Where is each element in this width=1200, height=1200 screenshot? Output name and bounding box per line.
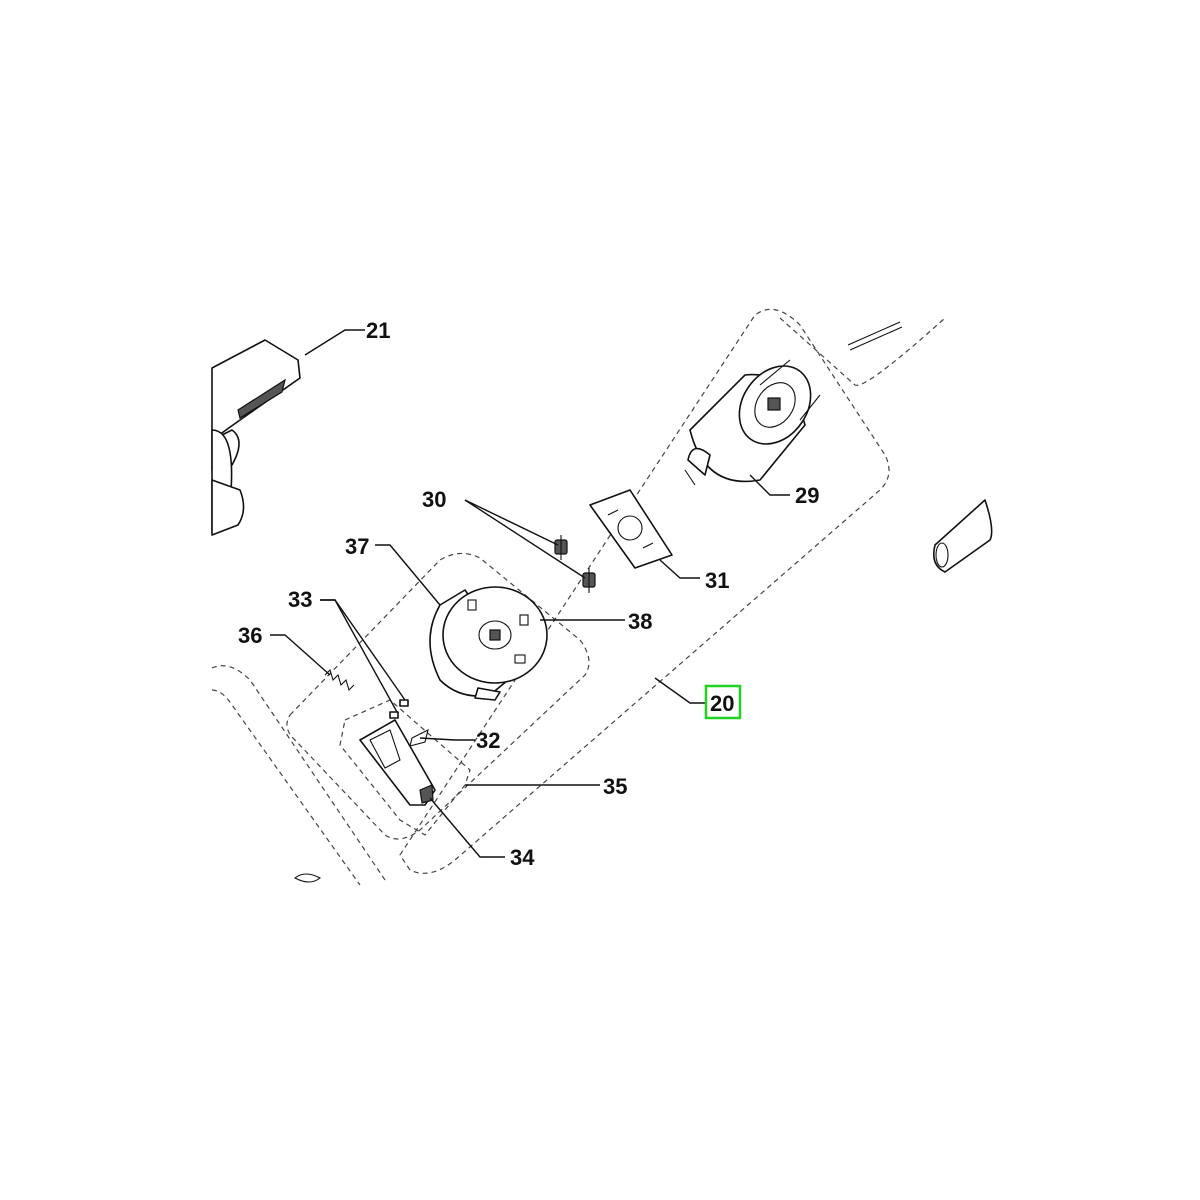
callout-38: 38 bbox=[628, 609, 652, 634]
rod-fragment bbox=[847, 321, 903, 351]
callout-29: 29 bbox=[795, 483, 819, 508]
shaft-fragment bbox=[932, 499, 993, 573]
housing-part-37 bbox=[429, 586, 548, 701]
bottom-part-fragment bbox=[294, 873, 321, 883]
callout-32: 32 bbox=[476, 728, 500, 753]
housing-outline bbox=[211, 665, 386, 886]
assembly-outline-35 bbox=[286, 552, 590, 840]
housing-part-21 bbox=[211, 339, 301, 536]
callout-20: 20 bbox=[710, 691, 734, 716]
callout-21: 21 bbox=[366, 318, 390, 343]
pin-part-33 bbox=[389, 699, 409, 719]
leader-lines bbox=[270, 329, 790, 858]
motor-part-29 bbox=[684, 359, 821, 486]
switch-part-34 bbox=[359, 719, 436, 806]
callout-35: 35 bbox=[603, 774, 627, 799]
callout-30: 30 bbox=[422, 487, 446, 512]
callout-20-highlight bbox=[704, 684, 742, 720]
callout-37: 37 bbox=[345, 534, 369, 559]
screw-part-30b bbox=[582, 568, 596, 593]
screw-part-30a bbox=[554, 535, 568, 560]
spring-part-36 bbox=[324, 668, 355, 692]
callout-34: 34 bbox=[510, 845, 535, 870]
plate-part-31 bbox=[589, 489, 673, 569]
assembly-outline-20 bbox=[399, 308, 946, 874]
callout-33: 33 bbox=[288, 587, 312, 612]
callout-36: 36 bbox=[238, 623, 262, 648]
clip-part-32 bbox=[409, 728, 429, 747]
callout-labels: 21 29 30 31 37 38 33 36 32 35 34 20 bbox=[238, 318, 819, 870]
callout-31: 31 bbox=[705, 568, 729, 593]
